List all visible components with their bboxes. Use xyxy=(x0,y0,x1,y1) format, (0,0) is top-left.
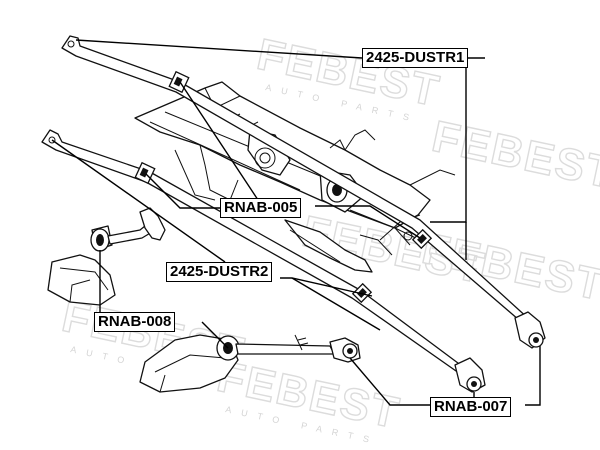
leader-dustr1-upper xyxy=(75,39,363,59)
leader-dustr2-end xyxy=(291,277,381,331)
watermark-lower-right: FEBEST xyxy=(418,224,600,311)
leader-rnab005-left xyxy=(145,173,220,209)
watermark-right: FEBEST xyxy=(428,112,600,199)
lower-link-drawing xyxy=(41,129,486,393)
callout-rnab-008: RNAB-008 xyxy=(94,312,176,332)
leader-dustr2-top xyxy=(51,139,226,263)
callout-rnab-005: RNAB-005 xyxy=(220,198,302,218)
left-bracket-drawing xyxy=(47,207,166,306)
leader-rnab005-right xyxy=(315,205,421,239)
callout-2425-dustr2: 2425-DUSTR2 xyxy=(166,262,273,282)
leader-rnab007-right xyxy=(525,346,541,406)
callout-2425-dustr1: 2425-DUSTR1 xyxy=(362,48,469,68)
leader-rnab007-left xyxy=(349,357,432,406)
leader-rnab005-top xyxy=(179,81,263,207)
leader-dustr1-lower xyxy=(430,57,485,223)
callout-rnab-007: RNAB-007 xyxy=(430,397,512,417)
leader-rnab008-right xyxy=(201,321,229,349)
leader-lines xyxy=(51,39,541,406)
